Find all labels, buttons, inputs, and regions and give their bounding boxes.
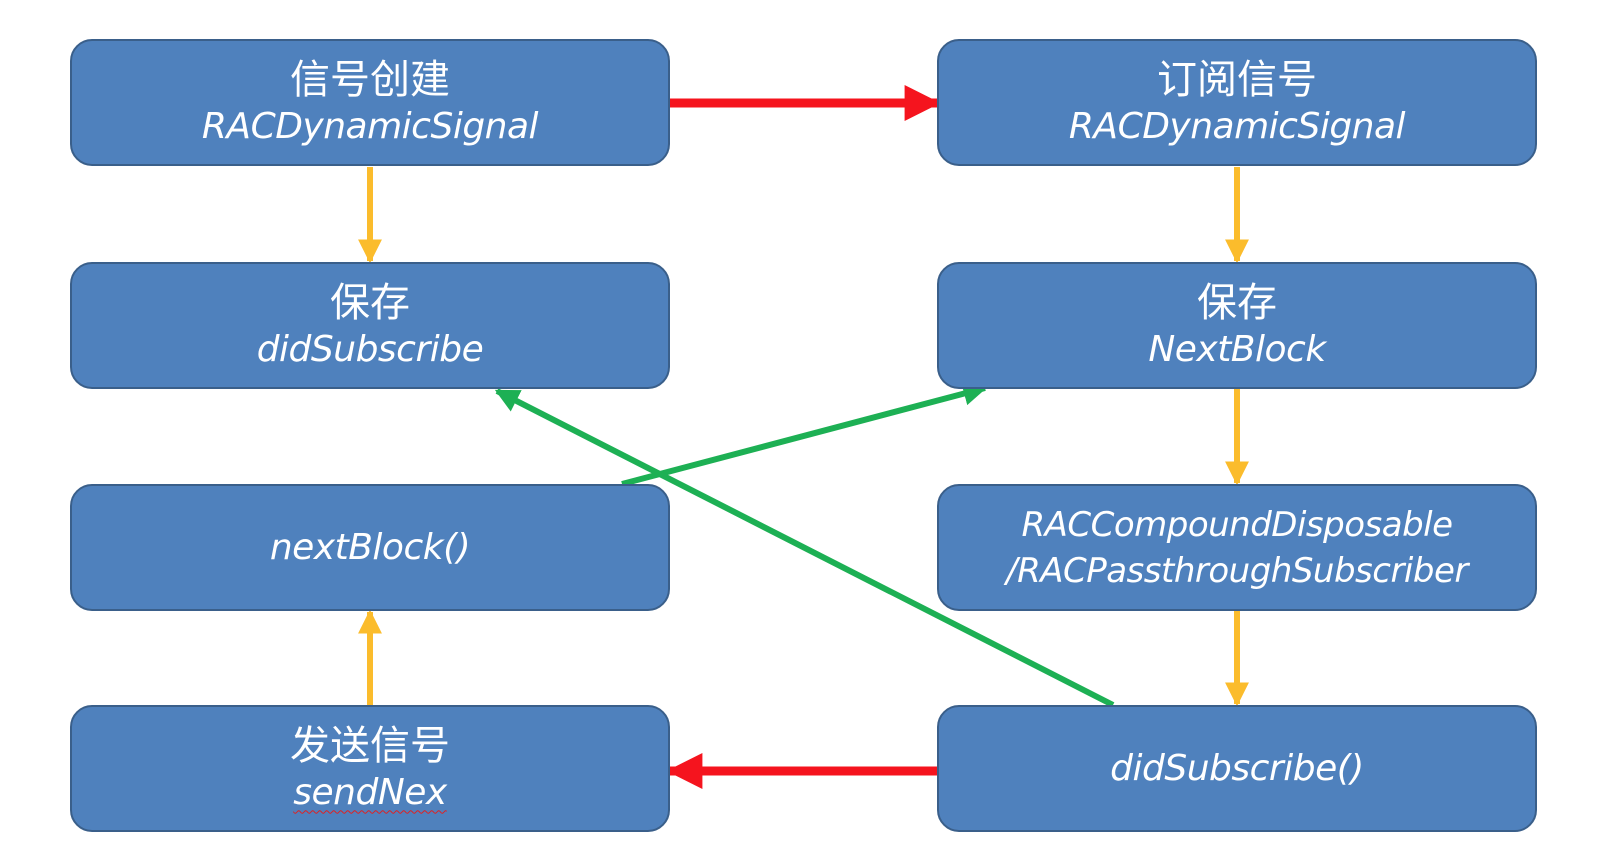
node-save-didsubscribe: 保存 didSubscribe [70,262,670,389]
node-subtitle: RACDynamicSignal [201,105,539,147]
node-subtitle: NextBlock [1148,328,1326,370]
node-nextblock-call: nextBlock() [70,484,670,611]
node-didsubscribe-call: didSubscribe() [937,705,1537,832]
node-title: 发送信号 [290,722,450,769]
node-subtitle-wrap: sendNex [293,770,447,816]
node-subtitle: didSubscribe [256,328,484,370]
node-save-nextblock: 保存 NextBlock [937,262,1537,389]
node-title: 信号创建 [290,56,450,103]
node-subscribe-signal: 订阅信号 RACDynamicSignal [937,39,1537,166]
node-signal-create: 信号创建 RACDynamicSignal [70,39,670,166]
node-title: 保存 [330,279,410,326]
node-label: nextBlock() [269,526,471,568]
node-compound-disposable: RACCompoundDisposable /RACPassthroughSub… [937,484,1537,611]
node-title: 保存 [1197,279,1277,326]
node-send-signal: 发送信号 sendNex [70,705,670,832]
arrow-nextblock-call-to-save-nextblock [621,381,988,487]
node-line-1: RACCompoundDisposable [1021,504,1453,545]
node-line-2: /RACPassthroughSubscriber [1006,550,1468,591]
node-subtitle: RACDynamicSignal [1068,105,1406,147]
node-subtitle: sendNex [293,771,447,813]
node-label: didSubscribe() [1110,747,1364,789]
node-title: 订阅信号 [1157,56,1317,103]
